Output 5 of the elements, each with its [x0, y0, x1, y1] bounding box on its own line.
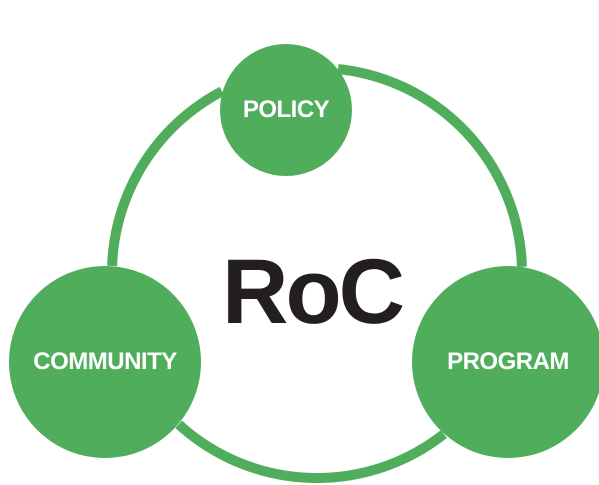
- node-label: POLICY: [242, 96, 330, 124]
- center-title: RoC: [222, 240, 402, 345]
- node-label: PROGRAM: [447, 348, 569, 376]
- node-label: COMMUNITY: [33, 348, 177, 376]
- ring-connector: [174, 420, 448, 483]
